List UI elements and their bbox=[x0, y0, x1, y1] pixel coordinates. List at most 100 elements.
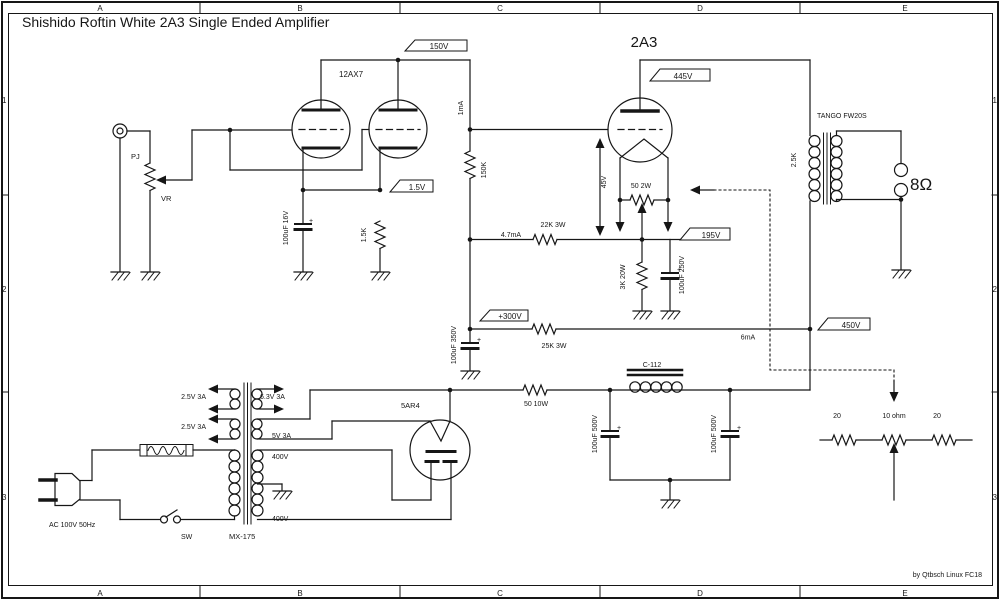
col-label-bottom-b: B bbox=[297, 589, 302, 598]
winding-5v-label: 5V 3A bbox=[272, 433, 291, 440]
ground-symbol bbox=[660, 310, 681, 320]
callout-150v: 150V bbox=[403, 39, 468, 52]
hum-balance-network: 20 10 ohm 20 bbox=[690, 185, 973, 501]
col-label-top-a: A bbox=[97, 4, 103, 13]
feed-resistor-25k bbox=[531, 323, 557, 335]
row-label-left-2: 2 bbox=[2, 285, 7, 294]
svg-text:C-112: C-112 bbox=[643, 362, 662, 369]
col-label-top-b: B bbox=[297, 4, 302, 13]
bias-45v-arrow: 45V bbox=[595, 138, 608, 236]
col-label-bottom-a: A bbox=[97, 589, 103, 598]
power-transformer: MX-175 2.5V 3A 2.5V 3A 6.3V 3A bbox=[181, 382, 293, 541]
bypass-cap-250v: + 100uF 250V bbox=[660, 238, 686, 320]
svg-text:1.5V: 1.5V bbox=[409, 183, 426, 192]
row-label-right-3: 3 bbox=[993, 493, 998, 502]
opt-primary-coil bbox=[808, 134, 821, 203]
plus-sign: + bbox=[677, 267, 681, 274]
switch-label: SW bbox=[181, 534, 193, 541]
row-label-left-1: 1 bbox=[2, 96, 7, 105]
callout-195v: 195V bbox=[678, 227, 731, 241]
svg-text:50 2W: 50 2W bbox=[631, 183, 652, 190]
svg-text:1.5K: 1.5K bbox=[361, 227, 368, 242]
hum-resistor-left bbox=[831, 434, 857, 446]
svg-text:100uF 16V: 100uF 16V bbox=[283, 211, 290, 246]
filament-supply-arrows bbox=[615, 199, 673, 232]
volume-pot bbox=[144, 162, 156, 192]
svg-text:100uF 350V: 100uF 350V bbox=[451, 326, 458, 364]
plus-sign: + bbox=[737, 425, 741, 432]
ground-symbol bbox=[140, 271, 161, 281]
cathode-resistor: 1.5K bbox=[361, 220, 391, 281]
dropper-50-10w bbox=[522, 384, 548, 396]
current-6ma: 6mA bbox=[741, 335, 756, 342]
ac-plug bbox=[38, 472, 81, 507]
callout-300v: +300V bbox=[478, 309, 529, 322]
col-label-bottom-d: D bbox=[697, 589, 703, 598]
svg-text:22K 3W: 22K 3W bbox=[541, 222, 566, 229]
filter-cap-500v-b: + 100uF 500V bbox=[711, 389, 741, 481]
plate-resistor-150k bbox=[464, 150, 476, 180]
speaker-terminal-hot bbox=[893, 162, 909, 178]
output-transformer-section: TANGO FW20S 2.5K 450V 8Ω bbox=[791, 113, 932, 332]
hum-pot-wiper-arrow bbox=[889, 443, 899, 453]
choke-c112: C-112 bbox=[626, 362, 684, 393]
speaker-impedance-label: 8Ω bbox=[910, 175, 932, 194]
input-jack-icon bbox=[112, 123, 128, 139]
preamp-tube-label: 12AX7 bbox=[339, 70, 364, 79]
svg-text:150V: 150V bbox=[430, 42, 449, 51]
svg-text:195V: 195V bbox=[702, 231, 721, 240]
plus-sign: + bbox=[617, 425, 621, 432]
svg-text:150K: 150K bbox=[481, 162, 488, 179]
row-label-right-2: 2 bbox=[993, 285, 998, 294]
svg-text:45V: 45V bbox=[601, 175, 608, 188]
power-2a3-section: 2A3 445V 45V 50 2W bbox=[595, 34, 811, 320]
speaker-terminal-common bbox=[893, 182, 909, 198]
preamp-12ax7-section: 12AX7 150V 1.5V bbox=[283, 39, 471, 281]
col-label-bottom-c: C bbox=[497, 589, 503, 598]
credit-text: by Qtbsch Linux FC18 bbox=[913, 572, 982, 579]
current-4-7ma: 4.7mA bbox=[501, 232, 522, 239]
pot-label: VR bbox=[161, 194, 172, 203]
hum-resistor-right bbox=[931, 434, 957, 446]
opt-secondary-coil bbox=[830, 134, 843, 203]
col-label-top-d: D bbox=[697, 4, 703, 13]
ground-symbol bbox=[293, 271, 314, 281]
plus-sign: + bbox=[477, 337, 481, 344]
ground-symbol bbox=[110, 271, 131, 281]
row-label-right-1: 1 bbox=[993, 96, 998, 105]
ground-symbol bbox=[272, 490, 293, 500]
svg-text:100uF 500V: 100uF 500V bbox=[711, 415, 718, 453]
jack-label: PJ bbox=[131, 152, 140, 161]
opt-name-label: TANGO FW20S bbox=[817, 113, 867, 120]
svg-text:100uF 500V: 100uF 500V bbox=[592, 415, 599, 453]
ground-symbol bbox=[460, 370, 481, 380]
power-supply-section: AC 100V 50Hz SW MX-175 bbox=[38, 328, 811, 541]
svg-text:20: 20 bbox=[933, 413, 941, 420]
ground-symbol bbox=[370, 271, 391, 281]
callout-1-5v: 1.5V bbox=[388, 179, 434, 193]
winding-6-3v-label: 6.3V 3A bbox=[260, 394, 285, 401]
filter-cap-350v: + 100uF 350V bbox=[451, 326, 481, 380]
power-transformer-label: MX-175 bbox=[229, 532, 255, 541]
current-1ma: 1mA bbox=[458, 100, 465, 115]
filter-cap-500v-a: + 100uF 500V bbox=[592, 389, 621, 481]
ac-supply-label: AC 100V 50Hz bbox=[49, 522, 96, 529]
svg-text:3K 20W: 3K 20W bbox=[620, 264, 627, 289]
power-switch bbox=[159, 509, 182, 524]
rectifier-5ar4: 5AR4 bbox=[401, 401, 471, 481]
svg-text:+300V: +300V bbox=[498, 312, 522, 321]
opt-primary-label: 2.5K bbox=[791, 152, 798, 167]
col-label-bottom-e: E bbox=[902, 589, 907, 598]
cathode-bypass-cap: + 100uF 16V bbox=[283, 189, 314, 281]
svg-text:25K 3W: 25K 3W bbox=[542, 343, 567, 350]
svg-text:20: 20 bbox=[833, 413, 841, 420]
ground-symbol bbox=[891, 269, 912, 279]
callout-445v: 445V bbox=[648, 68, 711, 82]
svg-text:450V: 450V bbox=[842, 321, 861, 330]
fuse bbox=[139, 444, 194, 457]
power-tube-label: 2A3 bbox=[631, 34, 658, 51]
dotted-connection bbox=[690, 185, 899, 402]
plus-sign: + bbox=[309, 218, 313, 225]
